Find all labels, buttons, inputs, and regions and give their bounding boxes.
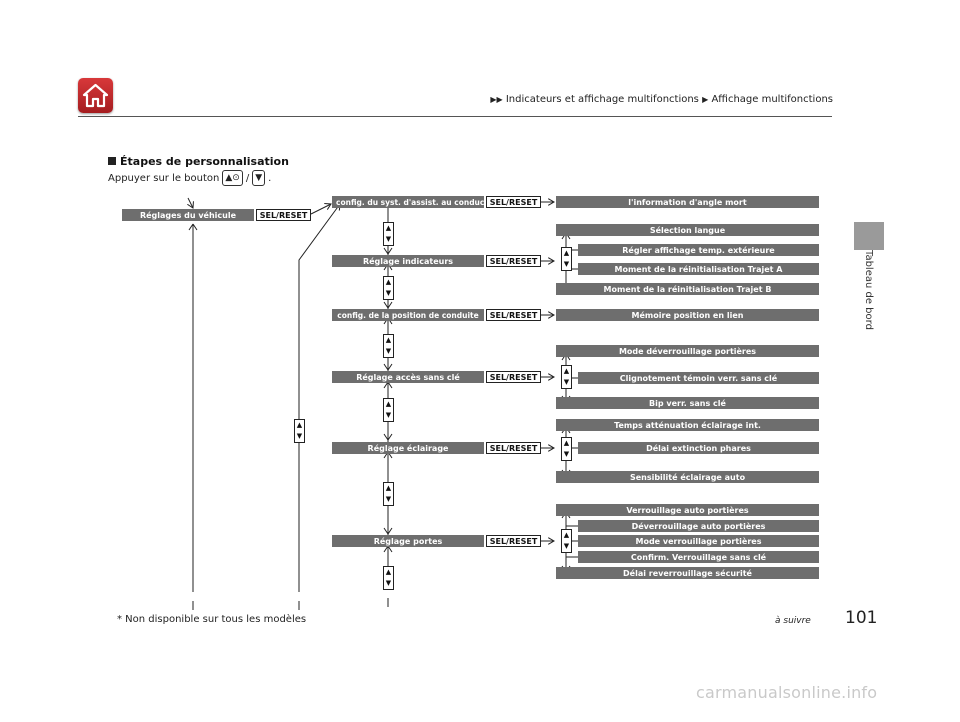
sel-reset-button[interactable]: SEL/RESET	[486, 442, 541, 454]
sel-reset-button[interactable]: SEL/RESET	[486, 196, 541, 208]
chapter-label: Tableau de bord	[863, 250, 874, 330]
up-down-button-icon: ▲▼	[383, 566, 394, 590]
home-icon	[82, 83, 109, 108]
item-interior-dim[interactable]: Temps atténuation éclairage int.	[556, 419, 819, 431]
sel-reset-button[interactable]: SEL/RESET	[486, 371, 541, 383]
sel-reset-button[interactable]: SEL/RESET	[486, 535, 541, 547]
group-driving-position[interactable]: config. de la position de conduite	[332, 309, 484, 321]
item-outside-temp[interactable]: Régler affichage temp. extérieure	[578, 244, 819, 256]
group-lighting[interactable]: Réglage éclairage	[332, 442, 484, 454]
item-keyless-light[interactable]: Clignotement témoin verr. sans clé	[578, 372, 819, 384]
chapter-tab[interactable]	[854, 222, 884, 250]
down-button-icon: ▼	[252, 170, 266, 186]
breadcrumb-arrow-icon: ▶	[702, 95, 709, 104]
home-button[interactable]	[78, 78, 113, 113]
sel-reset-button[interactable]: SEL/RESET	[486, 255, 541, 267]
continued-note: à suivre	[775, 616, 811, 626]
item-auto-unlock[interactable]: Déverrouillage auto portières	[578, 520, 819, 532]
up-down-button-icon: ▲▼	[383, 482, 394, 506]
sel-reset-button[interactable]: SEL/RESET	[256, 209, 311, 221]
item-position-memory[interactable]: Mémoire position en lien	[556, 309, 819, 321]
breadcrumb: ▶▶ Indicateurs et affichage multifonctio…	[490, 94, 833, 105]
item-auto-light-sens[interactable]: Sensibilité éclairage auto	[556, 471, 819, 483]
up-down-button-icon: ▲▼	[383, 276, 394, 300]
group-keyless-access[interactable]: Réglage accès sans clé	[332, 371, 484, 383]
group-doors[interactable]: Réglage portes	[332, 535, 484, 547]
up-down-button-icon: ▲▼	[561, 437, 572, 461]
item-trip-b-reset[interactable]: Moment de la réinitialisation Trajet B	[556, 283, 819, 295]
item-headlight-off[interactable]: Délai extinction phares	[578, 442, 819, 454]
breadcrumb-level2[interactable]: Affichage multifonctions	[711, 94, 833, 105]
item-auto-lock[interactable]: Verrouillage auto portières	[556, 504, 819, 516]
up-down-button-icon: ▲▼	[561, 365, 572, 389]
root-settings-bar[interactable]: Réglages du véhicule	[122, 209, 254, 221]
up-down-button-icon: ▲▼	[561, 529, 572, 553]
group-driver-assist[interactable]: config. du syst. d'assist. au conducteur…	[332, 196, 484, 208]
up-down-button-icon: ▲▼	[561, 247, 572, 271]
group-meter-setup[interactable]: Réglage indicateurs	[332, 255, 484, 267]
item-blind-spot-info[interactable]: l'information d'angle mort	[556, 196, 819, 208]
item-language[interactable]: Sélection langue	[556, 224, 819, 236]
up-knob-button-icon: ▲⊙	[222, 170, 243, 186]
footnote: * Non disponible sur tous les modèles	[117, 614, 307, 625]
up-down-button-icon: ▲▼	[383, 222, 394, 246]
page-number: 101	[845, 608, 878, 628]
instruction-line: Appuyer sur le bouton ▲⊙ / ▼ .	[108, 170, 271, 186]
breadcrumb-level1[interactable]: Indicateurs et affichage multifonctions	[505, 94, 699, 105]
item-trip-a-reset[interactable]: Moment de la réinitialisation Trajet A	[578, 263, 819, 275]
up-down-button-icon: ▲▼	[383, 398, 394, 422]
up-down-button-icon: ▲▼	[383, 334, 394, 358]
watermark-text: carmanualsonline.info	[696, 683, 878, 702]
item-keyless-beep[interactable]: Bip verr. sans clé	[556, 397, 819, 409]
breadcrumb-arrow-icon: ▶▶	[490, 95, 503, 104]
item-relock-timer[interactable]: Délai reverrouillage sécurité	[556, 567, 819, 579]
section-title: Étapes de personnalisation	[108, 155, 289, 168]
header-divider	[78, 116, 832, 117]
up-down-button-icon: ▲▼	[294, 419, 305, 443]
item-door-unlock-mode[interactable]: Mode déverrouillage portières	[556, 345, 819, 357]
item-keyless-confirm[interactable]: Confirm. Verrouillage sans clé	[578, 551, 819, 563]
item-lock-mode[interactable]: Mode verrouillage portières	[578, 535, 819, 547]
sel-reset-button[interactable]: SEL/RESET	[486, 309, 541, 321]
square-bullet-icon	[108, 157, 116, 165]
